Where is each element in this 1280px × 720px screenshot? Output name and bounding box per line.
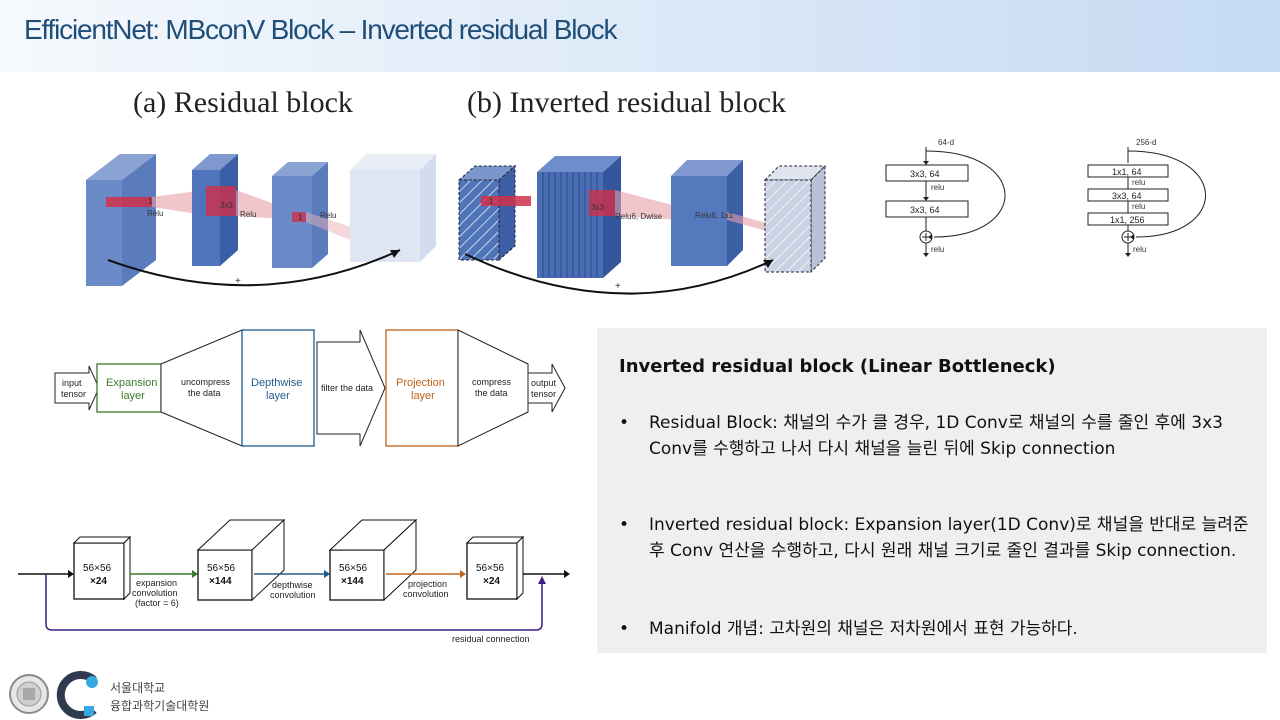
snu-emblem-icon <box>9 674 49 714</box>
b2-size: 56×56 <box>207 563 236 574</box>
panel-title: Inverted residual block (Linear Bottlene… <box>619 356 1056 377</box>
depthwise-layer-box <box>241 329 315 447</box>
projection-conv-line2: convolution <box>403 589 449 599</box>
depthwise-conv-line1: depthwise <box>272 580 313 590</box>
kernel-label-1: 1 <box>148 197 153 206</box>
bullet-dot-icon: • <box>619 515 630 535</box>
expansion-conv-line2: convolution <box>132 588 178 598</box>
input-64d-label: 64-d <box>938 138 954 147</box>
relu6-1x1-label: Relu6, 1x1 <box>695 211 734 220</box>
relu-label-1: Relu <box>147 209 163 218</box>
b4-channels: ×24 <box>483 576 500 587</box>
expansion-conv-line1: expansion <box>136 578 177 588</box>
residual-connection-label: residual connection <box>452 634 530 644</box>
flow-input-line2: tensor <box>61 389 86 399</box>
flow-projection-line1: Projection <box>396 377 445 389</box>
inverted-plus-sign: + <box>615 281 621 292</box>
bullet-dot-icon: • <box>619 413 630 433</box>
resnet-right-box3: 1x1, 256 <box>1110 215 1145 225</box>
kernel-3x3-label: 3x3 <box>220 201 233 210</box>
caption-inverted-residual-block: (b) Inverted residual block <box>467 86 787 119</box>
flow-depthwise-line1: Depthwise <box>251 377 302 389</box>
projection-conv-line1: projection <box>408 579 447 589</box>
resnet-right-box1: 1x1, 64 <box>1112 167 1142 177</box>
input-256d-label: 256-d <box>1136 138 1156 147</box>
depthwise-conv-line2: convolution <box>270 590 316 600</box>
projection-layer-box <box>385 329 459 447</box>
b4-size: 56×56 <box>476 563 505 574</box>
flow-expansion-line1: Expansion <box>106 377 157 389</box>
b1-channels: ×24 <box>90 576 107 587</box>
title-bar: EfficientNet: MBconV Block – Inverted re… <box>0 0 1280 72</box>
expansion-layer-box <box>96 363 162 413</box>
relu6-dwise-label: Relu6, Dwise <box>615 212 663 221</box>
residual-plus-sign: + <box>235 276 241 287</box>
bullet-text: Inverted residual block: Expansion layer… <box>649 515 1249 561</box>
resnet-right-relu3: relu <box>1133 245 1146 254</box>
flow-output-line1: output <box>531 378 557 388</box>
resnet-left-box1: 3x3, 64 <box>910 169 940 179</box>
bottleneck-channel-diagram: 56×56 ×24 expansion convolution (factor … <box>18 518 570 644</box>
relu-label-2: Relu <box>240 210 256 219</box>
flow-compress-line2: the data <box>475 388 508 398</box>
bullet-text: Manifold 개념: 고차원의 채널은 저차원에서 표현 가능하다. <box>649 619 1078 639</box>
resnet-right-relu2: relu <box>1132 202 1145 211</box>
resnet-right-relu1: relu <box>1132 178 1145 187</box>
resnet-basic-block-diagram: 64-d 3x3, 64 relu 3x3, 64 relu <box>885 138 1006 257</box>
flow-uncompress-line2: the data <box>188 388 221 398</box>
university-name: 서울대학교 <box>110 681 166 695</box>
resnet-left-relu2: relu <box>931 245 944 254</box>
graduate-school-name: 융합과학기술대학원 <box>110 699 210 713</box>
b1-size: 56×56 <box>83 563 112 574</box>
resnet-right-box2: 3x3, 64 <box>1112 191 1142 201</box>
bullet-text: Residual Block: 채널의 수가 클 경우, 1D Conv로 채널… <box>649 413 1223 459</box>
flow-input-line1: input <box>62 378 82 388</box>
b2-channels: ×144 <box>209 576 232 587</box>
flow-expansion-line2: layer <box>121 390 145 402</box>
caption-residual-block: (a) Residual block <box>133 86 353 119</box>
inverted-residual-block-figure: 1 3x3 Relu6, Dwise Relu6, 1x1 + <box>457 156 827 295</box>
resnet-bottleneck-block-diagram: 256-d 1x1, 64 relu 3x3, 64 relu 1x1, 256… <box>1087 138 1206 257</box>
residual-block-figure: Relu 1 3x3 Relu 1 Relu + <box>86 154 436 287</box>
flow-depthwise-line2: layer <box>266 390 290 402</box>
flow-compress-line1: compress <box>472 377 512 387</box>
b3-channels: ×144 <box>341 576 364 587</box>
expansion-conv-line3: (factor = 6) <box>135 598 179 608</box>
relu-label-3: Relu <box>320 211 336 220</box>
mbconv-flow-diagram: input tensor Expansion layer uncompress … <box>54 329 566 447</box>
bullet-dot-icon: • <box>619 619 630 639</box>
flow-projection-line2: layer <box>411 390 435 402</box>
page-title: EfficientNet: MBconV Block – Inverted re… <box>24 14 617 45</box>
b3-size: 56×56 <box>339 563 368 574</box>
explanation-panel: Inverted residual block (Linear Bottlene… <box>597 328 1267 653</box>
inverted-kernel-3x3-label: 3x3 <box>591 203 604 212</box>
resnet-left-box2: 3x3, 64 <box>910 205 940 215</box>
inverted-kernel-label-1: 1 <box>489 197 494 206</box>
flow-uncompress-line1: uncompress <box>181 377 231 387</box>
flow-output-line2: tensor <box>531 389 556 399</box>
kernel-label-2: 1 <box>298 213 303 222</box>
flow-filter-label: filter the data <box>321 383 373 393</box>
gscst-logo-icon <box>56 671 98 719</box>
resnet-left-relu1: relu <box>931 183 944 192</box>
